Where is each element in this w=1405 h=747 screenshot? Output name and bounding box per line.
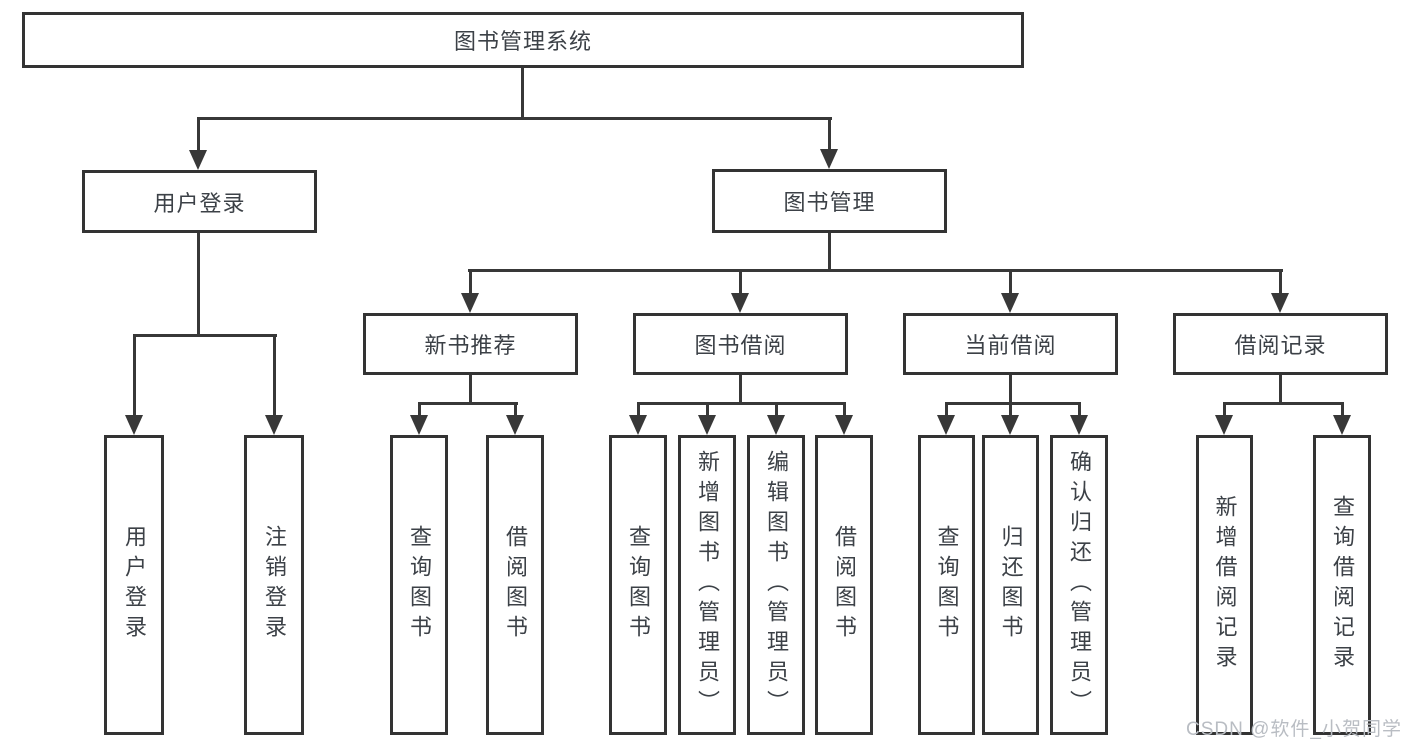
connector-line <box>1223 404 1226 417</box>
connector-line <box>1078 404 1081 417</box>
arrowhead-down <box>937 415 955 435</box>
connector-line <box>469 375 472 404</box>
connector-line <box>197 117 832 120</box>
node-root-label: 图书管理系统 <box>453 29 592 54</box>
node-book-borrow-label: 图书借阅 <box>694 333 787 358</box>
connector-line <box>828 233 831 271</box>
leaf-current-query-books-label: 查询图书 <box>934 525 960 645</box>
arrowhead-down <box>265 415 283 435</box>
node-current-borrow-label: 当前借阅 <box>964 333 1057 358</box>
arrowhead-down <box>1001 415 1019 435</box>
arrowhead-down <box>410 415 428 435</box>
connector-line <box>468 269 1283 272</box>
connector-line <box>828 119 831 152</box>
node-new-book-recommend-label: 新书推荐 <box>424 333 517 358</box>
leaf-recommend-borrow-books-label: 借阅图书 <box>503 525 528 645</box>
connector-line <box>1009 271 1012 295</box>
connector-line <box>197 233 200 336</box>
node-new-book-recommend: 新书推荐 <box>363 313 578 375</box>
connector-line <box>469 271 472 295</box>
arrowhead-down <box>125 415 143 435</box>
connector-line <box>843 404 846 417</box>
leaf-add-book-admin: 新增图书（管理员） <box>678 435 736 735</box>
connector-line <box>133 336 136 416</box>
leaf-user-login: 用户登录 <box>104 435 164 735</box>
leaf-recommend-borrow-books: 借阅图书 <box>486 435 544 735</box>
arrowhead-down <box>767 415 785 435</box>
node-book-management-label: 图书管理 <box>783 190 876 215</box>
arrowhead-down <box>461 293 479 313</box>
arrowhead-down <box>1271 293 1289 313</box>
node-book-borrow: 图书借阅 <box>633 313 848 375</box>
leaf-confirm-return-admin-label: 确认归还（管理员） <box>1067 450 1092 720</box>
connector-line <box>945 404 948 417</box>
leaf-add-book-admin-label: 新增图书（管理员） <box>695 450 720 720</box>
connector-line <box>273 336 276 416</box>
connector-line <box>1009 375 1012 404</box>
leaf-edit-book-admin: 编辑图书（管理员） <box>747 435 805 735</box>
arrowhead-down <box>835 415 853 435</box>
leaf-return-book-label: 归还图书 <box>998 525 1024 645</box>
connector-line <box>1279 271 1282 295</box>
leaf-borrow-query-books-label: 查询图书 <box>626 525 651 645</box>
arrowhead-down <box>820 149 838 169</box>
leaf-current-query-books: 查询图书 <box>918 435 975 735</box>
arrowhead-down <box>189 150 207 170</box>
arrowhead-down <box>1333 415 1351 435</box>
csdn-watermark: CSDN @软件_小贺同学 <box>1186 719 1402 740</box>
arrowhead-down <box>506 415 524 435</box>
connector-line <box>1341 404 1344 417</box>
node-user-login: 用户登录 <box>82 170 317 233</box>
leaf-borrow-books-label: 借阅图书 <box>832 525 857 645</box>
leaf-edit-book-admin-label: 编辑图书（管理员） <box>764 450 789 720</box>
leaf-add-borrow-record: 新增借阅记录 <box>1196 435 1253 735</box>
connector-line <box>739 375 742 404</box>
connector-line <box>739 271 742 295</box>
connector-line <box>775 404 778 417</box>
node-borrow-record: 借阅记录 <box>1173 313 1388 375</box>
arrowhead-down <box>1001 293 1019 313</box>
leaf-query-borrow-record-label: 查询借阅记录 <box>1330 495 1355 675</box>
connector-line <box>945 402 1081 405</box>
leaf-return-book: 归还图书 <box>982 435 1039 735</box>
leaf-recommend-query-books-label: 查询图书 <box>407 525 432 645</box>
connector-line <box>637 404 640 417</box>
connector-line <box>133 334 277 337</box>
leaf-confirm-return-admin: 确认归还（管理员） <box>1050 435 1108 735</box>
arrowhead-down <box>1070 415 1088 435</box>
leaf-recommend-query-books: 查询图书 <box>390 435 448 735</box>
connector-line <box>1009 404 1012 417</box>
leaf-query-borrow-record: 查询借阅记录 <box>1313 435 1371 735</box>
connector-line <box>706 404 709 417</box>
node-book-management: 图书管理 <box>712 169 947 233</box>
leaf-user-login-label: 用户登录 <box>122 525 147 645</box>
arrowhead-down <box>629 415 647 435</box>
connector-line <box>514 404 517 417</box>
leaf-borrow-query-books: 查询图书 <box>609 435 667 735</box>
node-user-login-label: 用户登录 <box>153 190 246 216</box>
connector-line <box>1279 375 1282 404</box>
connector-line <box>1223 402 1344 405</box>
leaf-borrow-books: 借阅图书 <box>815 435 873 735</box>
arrowhead-down <box>698 415 716 435</box>
leaf-logout: 注销登录 <box>244 435 304 735</box>
leaf-add-borrow-record-label: 新增借阅记录 <box>1212 495 1238 675</box>
node-current-borrow: 当前借阅 <box>903 313 1118 375</box>
connector-line <box>418 402 518 405</box>
arrowhead-down <box>731 293 749 313</box>
connector-line <box>521 68 524 119</box>
connector-line <box>197 119 200 152</box>
node-borrow-record-label: 借阅记录 <box>1234 333 1327 358</box>
connector-line <box>418 404 421 417</box>
arrowhead-down <box>1215 415 1233 435</box>
connector-line <box>637 402 846 405</box>
node-root: 图书管理系统 <box>22 12 1024 68</box>
leaf-logout-label: 注销登录 <box>262 525 287 645</box>
